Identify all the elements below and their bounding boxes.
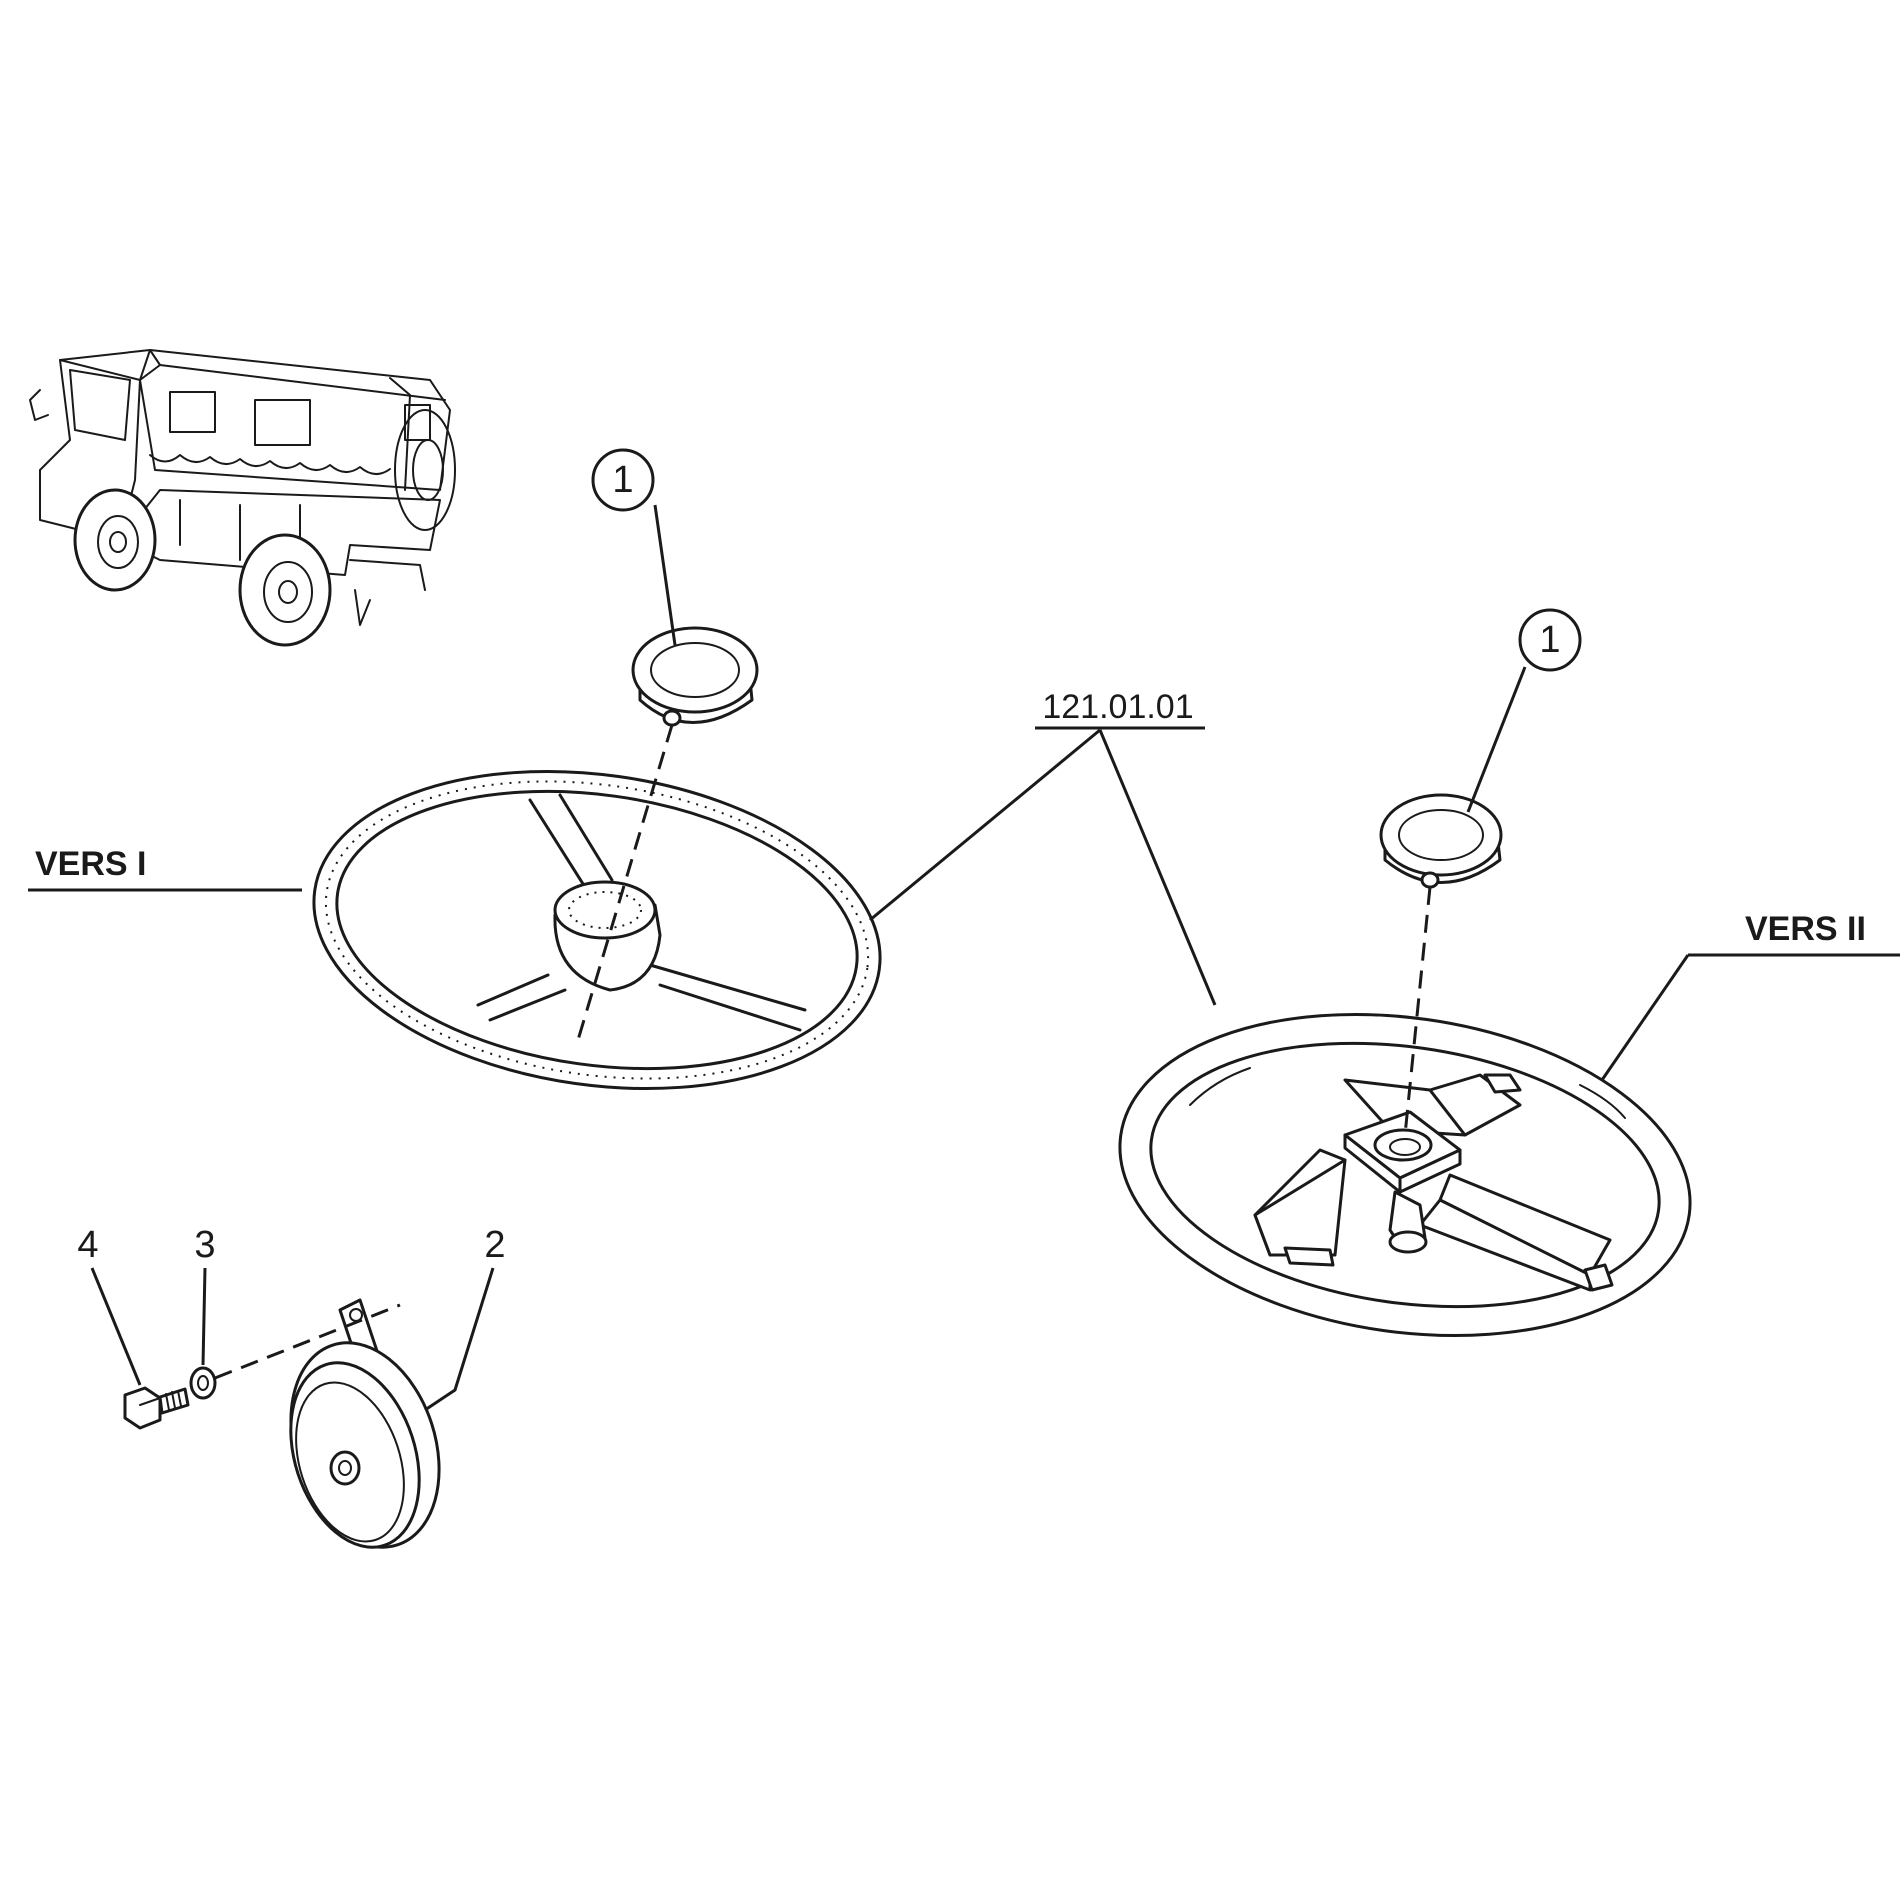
- horn: [289, 1298, 441, 1549]
- callout-washer-label: 3: [194, 1224, 215, 1266]
- version-1-label: VERS I: [35, 845, 146, 883]
- callout-cap-left: 1: [591, 448, 677, 646]
- vehicle-illustration: [29, 349, 456, 647]
- callout-bolt: 4: [77, 1224, 142, 1386]
- horn-button-cap-right: [1379, 793, 1503, 889]
- assembly-line-horn: [214, 1303, 401, 1380]
- version-label-left: VERS I: [28, 845, 302, 892]
- version-label-right: VERS II: [1600, 910, 1900, 1081]
- reference-part-number: 121.01.01: [869, 688, 1217, 1006]
- callout-horn-label: 2: [484, 1224, 505, 1266]
- horn-button-cap-left: [631, 626, 759, 727]
- callout-cap-right: 1: [1466, 608, 1582, 813]
- steering-wheel-vers-2: [1118, 1012, 1692, 1338]
- callout-cap-right-label: 1: [1539, 619, 1560, 661]
- callout-horn: 2: [424, 1224, 506, 1412]
- assembly-line-cap-right: [1403, 886, 1432, 1136]
- washer: [189, 1366, 217, 1400]
- version-2-label: VERS II: [1745, 910, 1866, 948]
- steering-wheel-vers-1: [312, 769, 882, 1091]
- callout-washer: 3: [194, 1224, 216, 1366]
- callout-bolt-label: 4: [77, 1224, 98, 1266]
- bolt: [123, 1386, 190, 1430]
- callout-cap-left-label: 1: [612, 459, 633, 501]
- part-number-label: 121.01.01: [1042, 688, 1193, 726]
